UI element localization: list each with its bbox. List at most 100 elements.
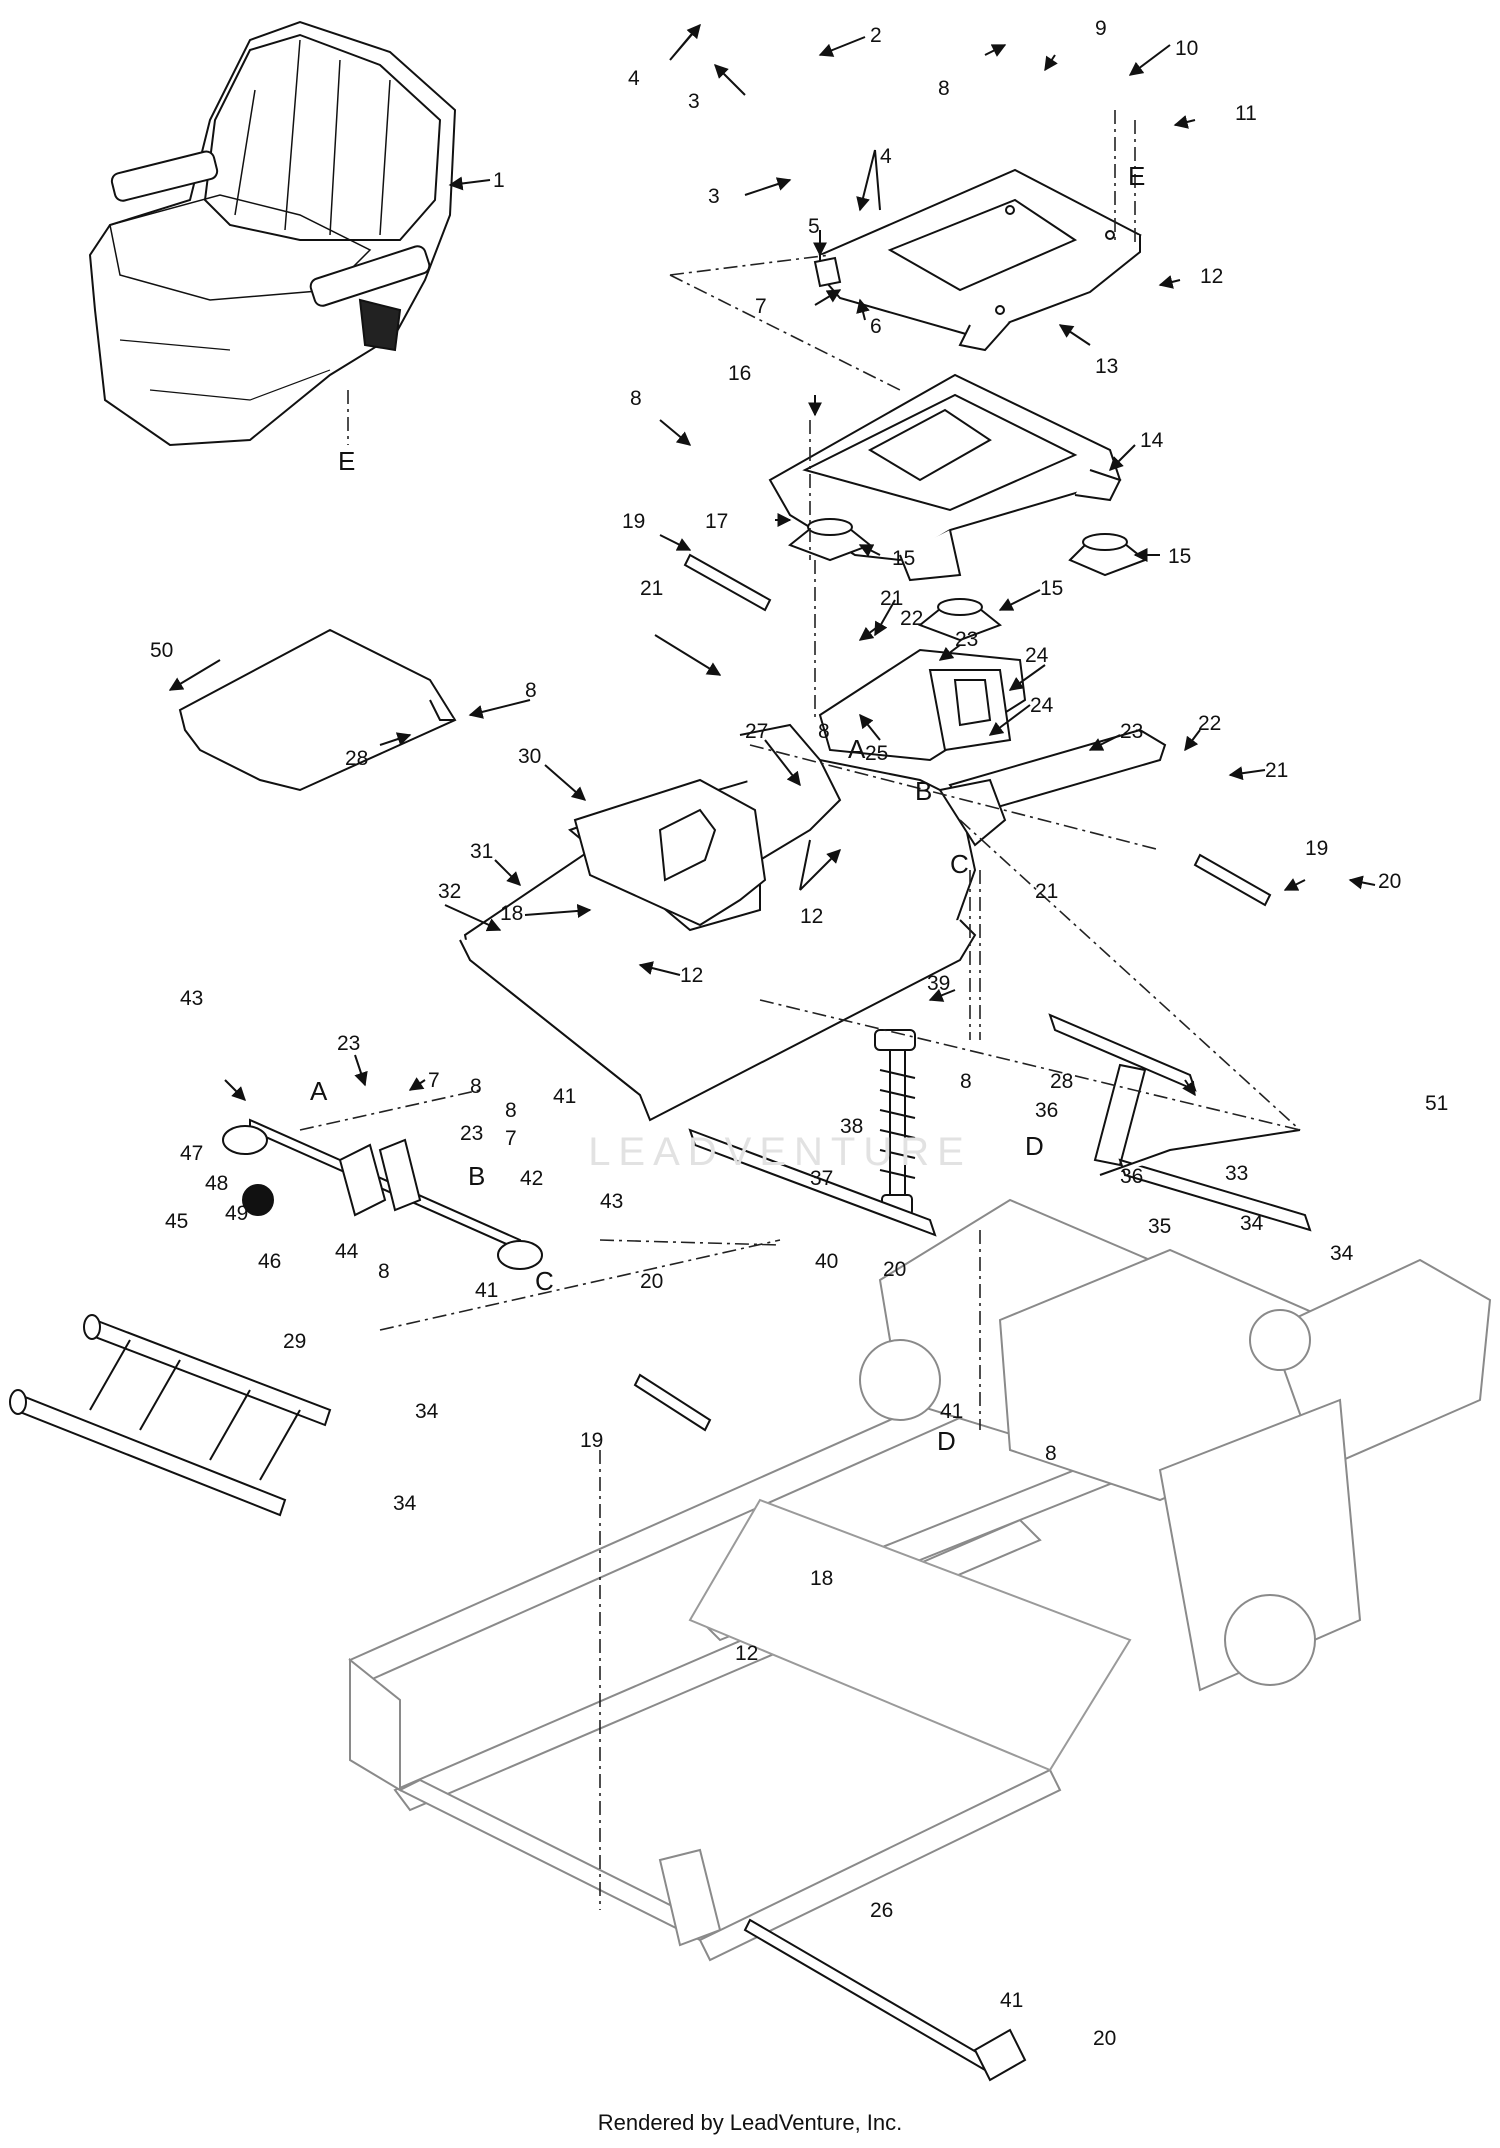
callout: 7 bbox=[428, 1069, 440, 1092]
callout: 28 bbox=[1050, 1070, 1073, 1093]
reference-letter: D bbox=[937, 1426, 956, 1456]
callout: 24 bbox=[1025, 644, 1049, 667]
callout: 20 bbox=[1093, 2027, 1116, 2050]
callout: 34 bbox=[1330, 1242, 1354, 1265]
callout: 46 bbox=[258, 1250, 281, 1273]
callout: 31 bbox=[470, 840, 493, 863]
control-rod-assembly bbox=[222, 1118, 543, 1270]
callout: 2 bbox=[870, 24, 882, 47]
callout: 3 bbox=[708, 185, 720, 208]
callout: 12 bbox=[800, 905, 823, 928]
callout: 21 bbox=[880, 587, 903, 610]
callout: 22 bbox=[1198, 712, 1221, 735]
callout: 21 bbox=[640, 577, 663, 600]
callout: 8 bbox=[1045, 1442, 1057, 1465]
callout: 23 bbox=[337, 1032, 360, 1055]
callout-labels: 1 2 3 3 4 4 5 6 7 8 9 10 11 12 13 8 16 1… bbox=[150, 17, 1448, 2050]
callout: 8 bbox=[818, 720, 830, 743]
floor-mat bbox=[178, 628, 457, 792]
reference-letter: E bbox=[1128, 161, 1145, 191]
callout: 27 bbox=[745, 720, 768, 743]
reference-letter: A bbox=[848, 734, 866, 764]
callout: 16 bbox=[728, 362, 751, 385]
watermark: LEADVENTURE bbox=[588, 1130, 972, 1174]
callout: 8 bbox=[525, 679, 537, 702]
callout: 39 bbox=[927, 972, 950, 995]
callout: 5 bbox=[808, 215, 820, 238]
callout: 12 bbox=[735, 1642, 758, 1665]
callout: 37 bbox=[810, 1167, 833, 1190]
callout: 23 bbox=[1120, 720, 1143, 743]
callout: 43 bbox=[600, 1190, 623, 1213]
callout: 12 bbox=[1200, 265, 1223, 288]
callout: 30 bbox=[518, 745, 541, 768]
callout: 28 bbox=[345, 747, 368, 770]
reference-letter: C bbox=[535, 1266, 554, 1296]
seat-plate bbox=[813, 168, 1142, 352]
callout: 41 bbox=[1000, 1989, 1023, 2012]
callout: 15 bbox=[1040, 577, 1063, 600]
callout: 18 bbox=[810, 1567, 833, 1590]
callout: 35 bbox=[1148, 1215, 1171, 1238]
callout: 29 bbox=[283, 1330, 306, 1353]
callout: 20 bbox=[883, 1258, 906, 1281]
callout: 7 bbox=[755, 295, 767, 318]
callout: 3 bbox=[688, 90, 700, 113]
callout: 19 bbox=[580, 1429, 603, 1452]
callout: 14 bbox=[1140, 429, 1164, 452]
pivot-arm bbox=[1048, 1013, 1312, 1232]
callout: 11 bbox=[1235, 102, 1257, 125]
callout: 21 bbox=[1265, 759, 1288, 782]
callout: 8 bbox=[378, 1260, 390, 1283]
callout: 44 bbox=[335, 1240, 359, 1263]
callout: 21 bbox=[1035, 880, 1058, 903]
reference-letter: D bbox=[1025, 1131, 1044, 1161]
callout: 18 bbox=[500, 902, 523, 925]
callout: 34 bbox=[1240, 1212, 1264, 1235]
callout: 17 bbox=[705, 510, 728, 533]
callout: 47 bbox=[180, 1142, 203, 1165]
footer-credit: Rendered by LeadVenture, Inc. bbox=[597, 2110, 903, 2135]
callout: 13 bbox=[1095, 355, 1118, 378]
isolator-mounts bbox=[788, 518, 1147, 642]
callout: 8 bbox=[470, 1075, 482, 1098]
callout: 12 bbox=[680, 964, 703, 987]
callout: 36 bbox=[1035, 1099, 1058, 1122]
callout: 48 bbox=[205, 1172, 228, 1195]
callout: 42 bbox=[520, 1167, 543, 1190]
callout: 8 bbox=[960, 1070, 972, 1093]
axle-rod-26 bbox=[743, 1918, 1027, 2082]
callout: 6 bbox=[870, 315, 882, 338]
callout: 7 bbox=[505, 1127, 517, 1150]
callout: 50 bbox=[150, 639, 173, 662]
reference-letters: E E A B C A B C D D bbox=[310, 161, 1145, 1456]
reference-letter: C bbox=[950, 849, 969, 879]
callout: 34 bbox=[393, 1492, 417, 1515]
seat-assembly bbox=[88, 20, 457, 447]
assembly-lines bbox=[299, 110, 1301, 1910]
callout: 41 bbox=[553, 1085, 576, 1108]
callout: 43 bbox=[180, 987, 203, 1010]
callout: 26 bbox=[870, 1899, 893, 1922]
callout: 8 bbox=[505, 1099, 517, 1122]
callout: 19 bbox=[1305, 837, 1328, 860]
callout: 49 bbox=[225, 1202, 248, 1225]
callout: 20 bbox=[1378, 870, 1401, 893]
leader-arrows bbox=[168, 25, 1376, 1101]
callout: 41 bbox=[475, 1279, 498, 1302]
callout: 10 bbox=[1175, 37, 1198, 60]
callout: 40 bbox=[815, 1250, 838, 1273]
reference-letter: B bbox=[915, 776, 932, 806]
callout: 8 bbox=[938, 77, 950, 100]
callout: 4 bbox=[880, 145, 892, 168]
callout: 38 bbox=[840, 1115, 863, 1138]
seat-adjuster bbox=[768, 373, 1122, 582]
pivot-rod-19 bbox=[633, 553, 1272, 1432]
callout: 51 bbox=[1425, 1092, 1448, 1115]
callout: 15 bbox=[1168, 545, 1191, 568]
lift-arm-40 bbox=[688, 1128, 937, 1237]
footrest bbox=[9, 1314, 332, 1517]
callout: 33 bbox=[1225, 1162, 1248, 1185]
callout: 24 bbox=[1030, 694, 1054, 717]
